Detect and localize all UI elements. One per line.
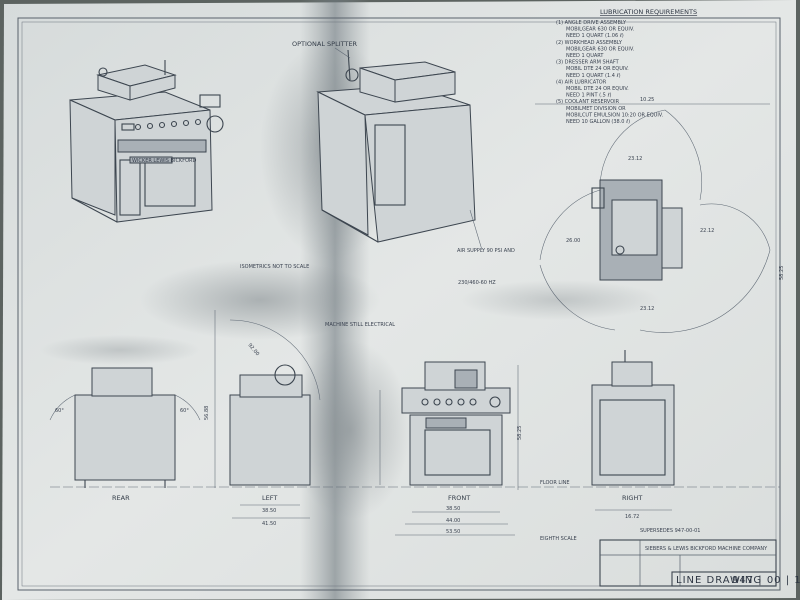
right-label: RIGHT	[622, 494, 642, 502]
radius-dim-4: 23.12	[640, 306, 654, 312]
front-width-dim-2: 44.00	[446, 518, 460, 524]
lubrication-line: NEED 10 GALLON (38.0 ℓ)	[566, 119, 630, 125]
line-drawing-label: LINE DRAWING	[676, 575, 762, 586]
lubrication-line: NEED 1 QUART (1.06 ℓ)	[566, 33, 624, 39]
front-width-dim-3: 53.50	[446, 529, 460, 535]
power-label: 230/460-60 HZ	[458, 280, 496, 286]
floor-line-label: FLOOR LINE	[540, 480, 570, 486]
title-block: SUPERSEDES 947-00-01 SIEBERS & LEWIS BIC…	[540, 528, 800, 587]
top-plan-view: 10.25 58.25 23.12 26.00 22.12 23.12	[535, 97, 785, 345]
lubrication-line: MOBILGEAR 630 OR EQUIV.	[566, 46, 635, 52]
left-width-dim-2: 41.50	[262, 521, 276, 527]
left-label: LEFT	[262, 494, 277, 502]
optional-splitter-label: OPTIONAL SPLITTER	[292, 40, 358, 48]
lubrication-line: NEED 1 PINT (.5 ℓ)	[566, 93, 612, 99]
right-width-dim: 16.72	[625, 514, 639, 520]
rear-label: REAR	[112, 494, 130, 502]
air-supply-label: AIR SUPPLY 90 PSI AND	[457, 248, 515, 254]
lubrication-requirements: LUBRICATION REQUIREMENTS (1) ANGLE DRIVE…	[556, 8, 697, 125]
lubrication-line: NEED 1 QUART	[566, 53, 604, 59]
lubrication-line: (5) COOLANT RESERVOIR	[556, 99, 620, 105]
front-width-dim-1: 38.50	[446, 506, 460, 512]
isometric-view-left: WICKER LEWIS BICKFORD	[69, 60, 224, 223]
drawing-number: 947 | 00 | 102	[732, 575, 800, 586]
lubrication-line: MOBILGEAR 630 OR EQUIV.	[566, 27, 635, 33]
svg-text:60°: 60°	[55, 408, 64, 414]
lubrication-line: MOBIL DTE 24 OR EQUIV.	[566, 66, 629, 72]
radius-dim-3: 22.12	[700, 228, 714, 234]
lubrication-title: LUBRICATION REQUIREMENTS	[600, 8, 697, 16]
left-view: 56.88 38.50 41.50 92.00 LEFT MACHINE STI…	[204, 310, 395, 527]
lubrication-line: (2) WORKHEAD ASSEMBLY	[556, 40, 623, 46]
supersedes-label: SUPERSEDES 947-00-01	[640, 528, 700, 534]
lubrication-line: (3) DRESSER ARM SHAFT	[556, 60, 620, 66]
left-height-dim: 56.88	[204, 406, 210, 420]
lubrication-line: MOBILCUT EMULSION 10:20 OR EQUIV.	[566, 112, 664, 118]
radius-dim-1: 23.12	[628, 156, 642, 162]
front-height-dim: 58.25	[517, 426, 523, 440]
front-view: 58.25 38.50 44.00 53.50 FRONT	[379, 361, 523, 536]
lubrication-line: (4) AIR LUBRICATOR	[556, 79, 607, 85]
machine-still-label: MACHINE STILL ELECTRICAL	[325, 322, 395, 328]
top-width-dim: 10.25	[640, 97, 654, 103]
lubrication-line: (1) ANGLE DRIVE ASSEMBLY	[556, 20, 627, 26]
isometrics-label: ISOMETRICS NOT TO SCALE	[240, 264, 309, 270]
lubrication-line: NEED 1 QUART (1.4 ℓ)	[566, 73, 621, 79]
nameplate-label: WICKER LEWIS BICKFORD	[132, 158, 196, 164]
company-label: SIEBERS & LEWIS BICKFORD MACHINE COMPANY	[645, 546, 768, 552]
rear-view: 60° 60° REAR	[49, 367, 201, 502]
isometric-view-right: OPTIONAL SPLITTER AIR SUPPLY 90 PSI AND …	[240, 40, 515, 286]
left-width-dim-1: 38.50	[262, 508, 276, 514]
top-height-dim: 58.25	[779, 266, 785, 280]
svg-text:60°: 60°	[180, 408, 189, 414]
right-view: 16.72 RIGHT	[591, 350, 675, 520]
eighth-scale-label: EIGHTH SCALE	[540, 536, 577, 542]
lubrication-line: MOBIL DTE 24 OR EQUIV.	[566, 86, 629, 92]
radius-dim-2: 26.00	[566, 238, 580, 244]
front-label: FRONT	[448, 494, 470, 502]
lubrication-line: MOBILMET DIVISION OR	[566, 106, 626, 112]
